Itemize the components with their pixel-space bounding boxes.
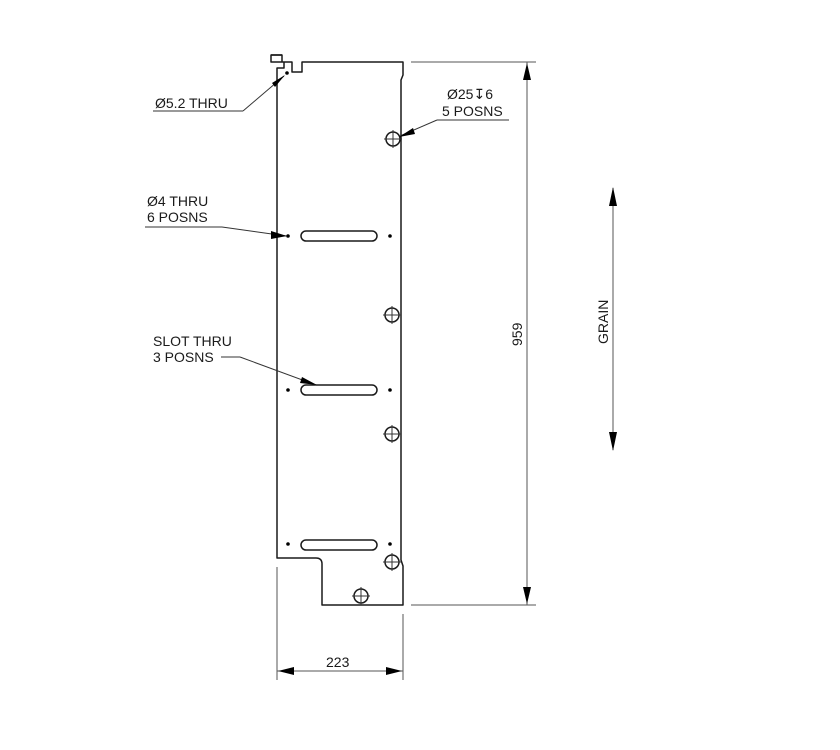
dimension-width: 223 (276, 567, 404, 680)
slot-1 (300, 230, 378, 242)
callout-hole-4: Ø4 THRU 6 POSNS (145, 193, 287, 239)
callout-hole-5-2: Ø5.2 THRU (153, 75, 285, 112)
grain-arrow-up-icon (609, 187, 617, 206)
callout-hole-25-line2: 5 POSNS (442, 103, 503, 119)
part-outline (270, 54, 404, 606)
grain-label: GRAIN (595, 300, 611, 344)
dimension-height: 959 (411, 61, 536, 606)
callout-hole-4-line2: 6 POSNS (147, 209, 208, 225)
hole-25-1 (384, 130, 402, 148)
callout-slot-line1: SLOT THRU (153, 333, 232, 349)
slot-2 (300, 384, 378, 396)
hole-5-2 (285, 71, 289, 75)
hole-25-3 (383, 425, 401, 443)
callout-hole-5-2-text: Ø5.2 THRU (155, 95, 228, 111)
dimension-width-text: 223 (326, 654, 350, 670)
callout-hole-25-line1: Ø25↧6 (447, 86, 493, 102)
slot-3 (300, 539, 378, 551)
hole-25-4 (383, 553, 401, 571)
callout-hole-4-line1: Ø4 THRU (147, 193, 208, 209)
dimension-height-text: 959 (509, 322, 525, 346)
callout-slot-line2: 3 POSNS (153, 349, 214, 365)
hole-4-6 (388, 542, 392, 546)
hole-4-5 (286, 542, 290, 546)
callout-slot: SLOT THRU 3 POSNS (153, 333, 317, 386)
hole-25-2 (383, 306, 401, 324)
grain-arrow-down-icon (609, 432, 617, 451)
grain-indicator: GRAIN (595, 187, 617, 451)
callout-hole-25: Ø25↧6 5 POSNS (399, 86, 509, 137)
hole-4-3 (286, 388, 290, 392)
hole-4-1 (286, 234, 290, 238)
hole-4-4 (388, 388, 392, 392)
hole-4-2 (388, 234, 392, 238)
hole-25-5 (352, 587, 370, 605)
